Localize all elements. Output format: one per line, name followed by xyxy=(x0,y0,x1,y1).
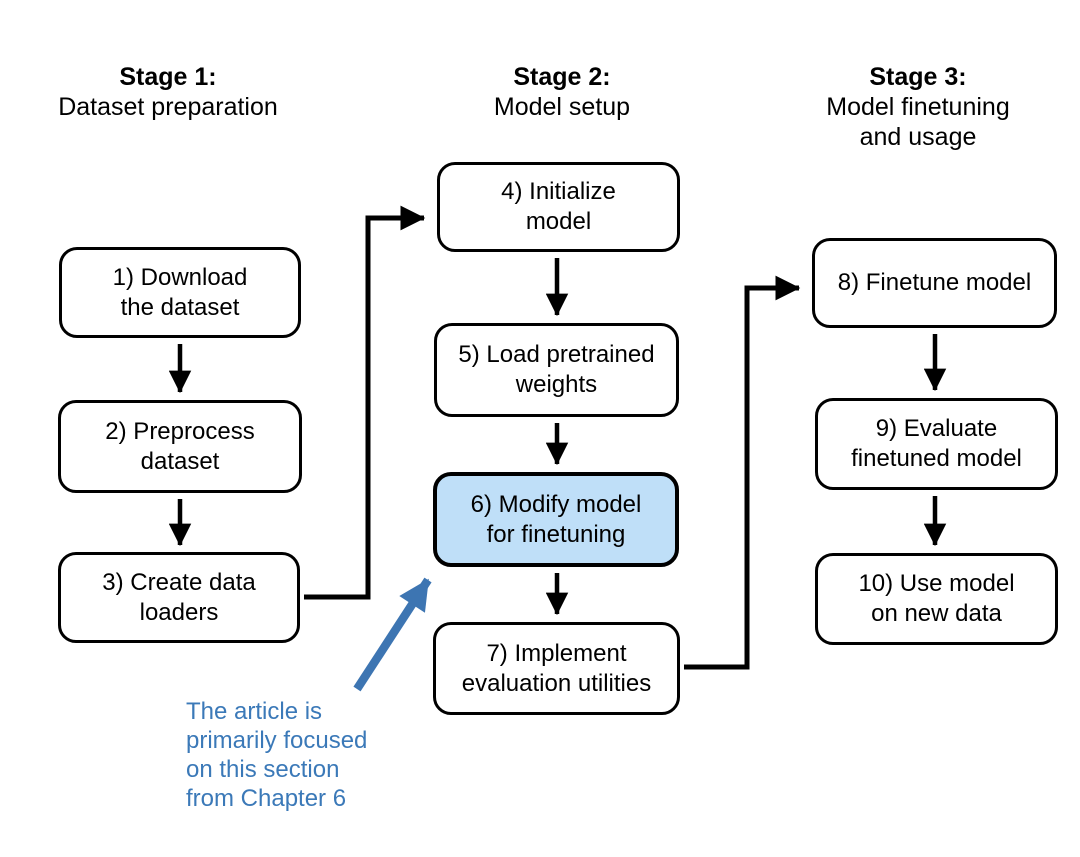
annotation-text: The article is primarily focused on this… xyxy=(186,698,368,812)
flow-box-5-load-pretrained-weights: 5) Load pretrained weights xyxy=(434,323,679,417)
stage-2-subtitle: Model setup xyxy=(493,93,631,121)
stage-1-title: Stage 1: xyxy=(119,63,217,91)
flow-box-1-download-dataset: 1) Download the dataset xyxy=(59,247,301,338)
stage-2-title: Stage 2: xyxy=(513,63,611,91)
flow-box-8-finetune-model: 8) Finetune model xyxy=(812,238,1057,328)
stage-3-title: Stage 3: xyxy=(869,63,967,91)
arrow-box3-to-box4-elbow xyxy=(304,205,426,600)
flow-box-2-preprocess-dataset: 2) Preprocess dataset xyxy=(58,400,302,493)
stage-2-header: Stage 2: Model setup xyxy=(402,62,722,122)
arrow-box7-to-box8-elbow xyxy=(684,275,801,670)
flow-box-3-label: 3) Create data loaders xyxy=(102,568,256,626)
flow-box-10-use-model-new-data: 10) Use model on new data xyxy=(815,553,1058,645)
stage-3-subtitle: Model finetuning and usage xyxy=(826,93,1010,151)
flow-box-5-label: 5) Load pretrained weights xyxy=(458,341,655,398)
flow-box-8-label: 8) Finetune model xyxy=(837,269,1032,296)
flow-box-7-implement-evaluation-utilities: 7) Implement evaluation utilities xyxy=(433,622,680,715)
flow-box-6-label: 6) Modify model for finetuning xyxy=(470,490,642,548)
flow-box-2-label: 2) Preprocess dataset xyxy=(105,417,255,475)
flow-box-10-label: 10) Use model on new data xyxy=(858,570,1015,627)
flow-box-4-initialize-model: 4) Initialize model xyxy=(437,162,680,252)
annotation-arrow-to-box6 xyxy=(353,577,432,692)
stage-1-subtitle: Dataset preparation xyxy=(58,93,278,121)
stage-1-header: Stage 1: Dataset preparation xyxy=(8,62,328,122)
flow-box-9-evaluate-finetuned-model: 9) Evaluate finetuned model xyxy=(815,398,1058,490)
flow-box-1-label: 1) Download the dataset xyxy=(112,263,248,321)
flow-box-3-create-data-loaders: 3) Create data loaders xyxy=(58,552,300,643)
flow-box-6-modify-model-highlighted: 6) Modify model for finetuning xyxy=(433,472,679,567)
flow-box-7-label: 7) Implement evaluation utilities xyxy=(461,639,652,697)
flow-box-4-label: 4) Initialize model xyxy=(501,178,616,235)
flow-box-9-label: 9) Evaluate finetuned model xyxy=(851,415,1022,472)
stage-3-header: Stage 3: Model finetuning and usage xyxy=(758,62,1078,152)
